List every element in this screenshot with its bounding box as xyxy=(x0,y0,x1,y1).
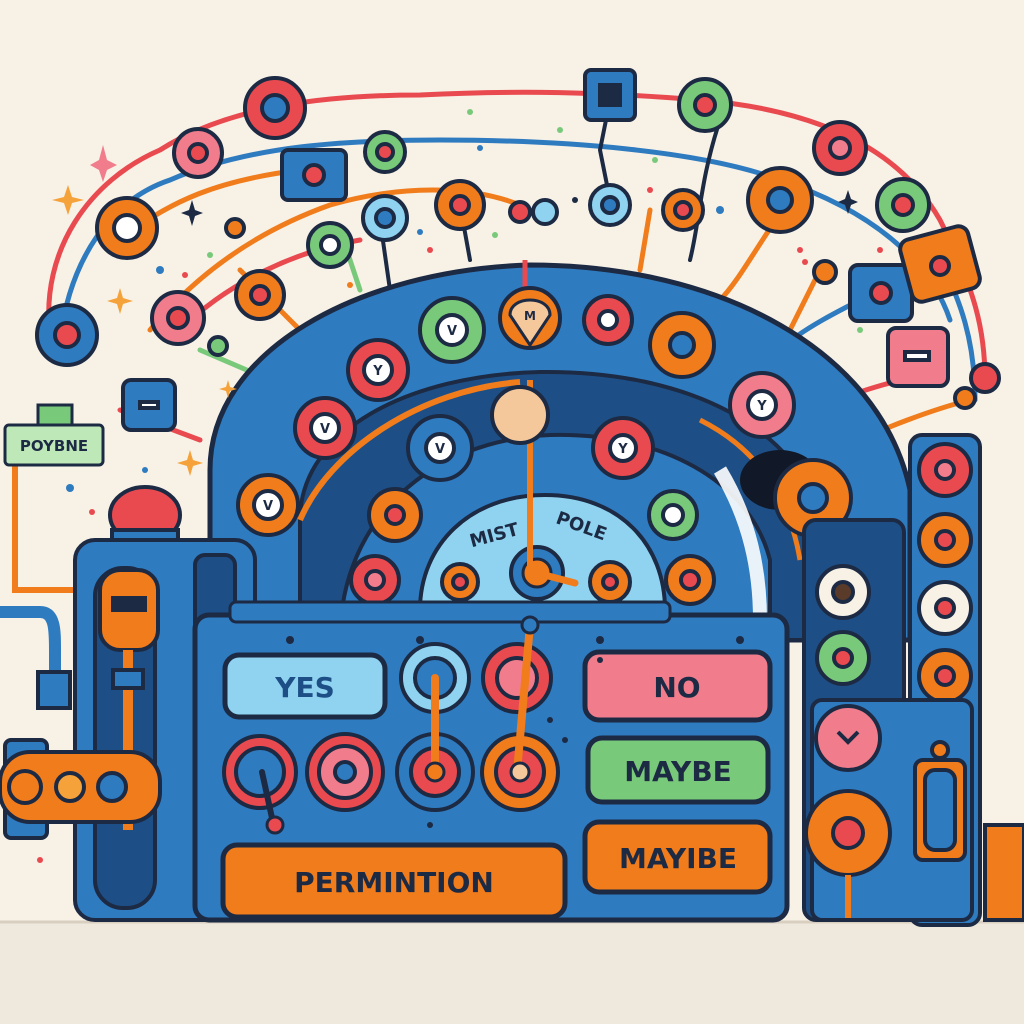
no-label: NO xyxy=(653,671,700,704)
svg-text:Y: Y xyxy=(756,399,767,414)
maybe-orange-label: MAYIBE xyxy=(619,842,737,875)
maybe-green-label: MAYBE xyxy=(624,755,732,788)
upper-node-squares xyxy=(121,68,982,432)
yes-button[interactable]: YES xyxy=(222,652,388,720)
floor xyxy=(0,920,1024,1024)
confetti-dots xyxy=(37,109,883,863)
right-tower xyxy=(802,433,1024,927)
left-pipes xyxy=(0,606,162,840)
lever-small xyxy=(259,769,275,821)
maybe-button-orange[interactable]: MAYIBE xyxy=(582,819,773,895)
arch-knobs xyxy=(236,294,853,606)
upper-nodes xyxy=(35,76,1001,410)
arch-knob-letters: V Y V V V Y Y xyxy=(263,324,767,514)
no-button[interactable]: NO xyxy=(582,649,773,723)
top-pin-marker: M xyxy=(498,286,562,350)
svg-text:Y: Y xyxy=(372,364,383,379)
tag-label: POYBNE xyxy=(20,437,88,455)
svg-text:M: M xyxy=(524,309,536,323)
svg-text:V: V xyxy=(447,324,457,339)
left-tag: POYBNE xyxy=(3,403,105,467)
svg-text:V: V xyxy=(435,442,445,457)
panel-levers[interactable] xyxy=(259,615,540,835)
permission-label: PERMINTION xyxy=(294,866,494,899)
permission-button[interactable]: PERMINTION xyxy=(220,842,568,920)
sparkle-icon xyxy=(52,145,858,476)
svg-text:V: V xyxy=(263,499,273,514)
svg-text:Y: Y xyxy=(617,442,628,457)
lever-right xyxy=(513,621,534,776)
maybe-button-green[interactable]: MAYBE xyxy=(585,735,771,805)
yes-label: YES xyxy=(274,671,335,704)
svg-text:V: V xyxy=(320,422,330,437)
